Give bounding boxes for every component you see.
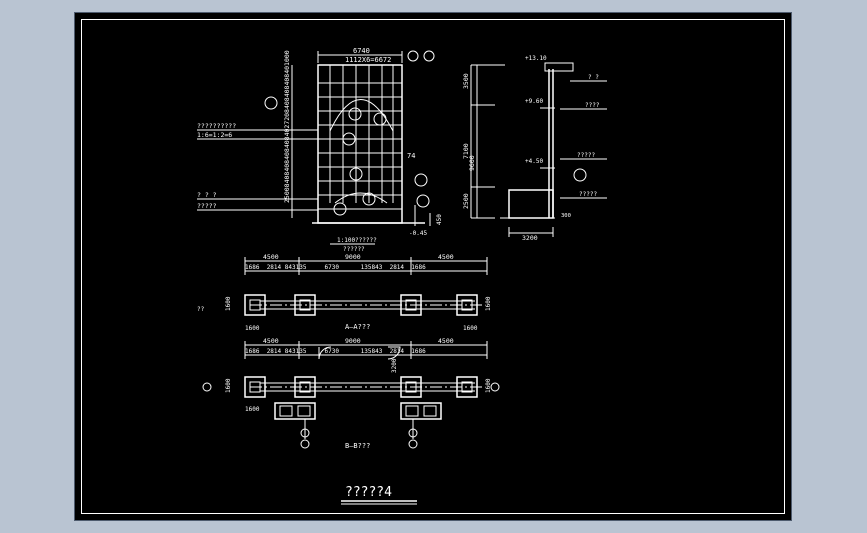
sec-top-level: +13.10 xyxy=(525,55,547,62)
callout-left-3: ? ? ? xyxy=(197,191,217,199)
callout-left-4: ????? xyxy=(197,202,217,210)
drawing-border xyxy=(81,19,785,514)
top-sub-label: 1112X6=6672 xyxy=(345,56,391,64)
detail-bubble xyxy=(414,173,428,187)
plan-b-side-r: 1600 xyxy=(485,378,492,393)
plan-a: 4500 9000 4500 1686 2814 843135 6730 135… xyxy=(197,253,492,332)
side-section: 3500 7100 2500 9600 +13.10 +9.60 +4.50 ?… xyxy=(462,55,607,242)
column-footing xyxy=(294,376,316,398)
left-dim-chain: 250084084084084084027208408408408401000 xyxy=(283,50,291,203)
plan-a-side: 1600 xyxy=(225,296,232,311)
svg-text:74: 74 xyxy=(407,152,415,160)
detail-bubble xyxy=(333,202,347,216)
plan-b-side: 1600 xyxy=(225,378,232,393)
plan-b-mid: 3200 xyxy=(391,358,398,373)
level-mark: -0.45 xyxy=(409,230,427,237)
plan-b: 4500 9000 4500 1686 2814 843135 6730 135… xyxy=(202,337,500,450)
plan-a-side-label: ?? xyxy=(197,306,205,313)
sec-note-2: ???? xyxy=(585,102,600,109)
detail-bubble xyxy=(264,96,278,110)
detail-bubble xyxy=(349,167,363,181)
column-footing xyxy=(456,376,478,398)
axis-bubble xyxy=(407,50,419,62)
plan-a-bottom: 1600 xyxy=(245,325,260,332)
elevation-caption: 1:100?????? xyxy=(337,237,377,244)
sec-note-1: ? ? xyxy=(588,74,599,81)
plan-a-dim-1: 4500 xyxy=(263,253,279,261)
plan-b-dim-3: 4500 xyxy=(438,337,454,345)
axis-bubble xyxy=(423,50,435,62)
sec-dim-1: 3500 xyxy=(462,73,470,89)
sec-level-low: +4.50 xyxy=(525,158,543,165)
elevation-caption-sub: ?????? xyxy=(343,246,365,253)
plan-b-dim-2: 9000 xyxy=(345,337,361,345)
title-text: ?????4 xyxy=(345,485,392,500)
sec-base-width: 3200 xyxy=(522,234,538,242)
column-footing xyxy=(294,294,316,316)
detail-bubble xyxy=(416,194,430,208)
plan-b-caption: B—B??? xyxy=(345,442,370,450)
axis-bubble xyxy=(408,428,418,438)
plan-a-dim-3: 4500 xyxy=(438,253,454,261)
sec-dim-2: 7100 xyxy=(462,143,470,159)
axis-bubble xyxy=(202,382,212,392)
top-width-label: 6740 xyxy=(353,47,370,55)
cad-drawing: 6740 1112X6=6672 xyxy=(197,47,607,505)
plan-a-caption: A—A??? xyxy=(345,323,370,331)
axis-bubble xyxy=(408,439,418,449)
axis-bubble xyxy=(300,428,310,438)
bottom-dim: 450 xyxy=(436,214,443,225)
sec-dim-3: 2500 xyxy=(462,193,470,209)
plan-a-bottom-r: 1600 xyxy=(463,325,478,332)
sec-base-dim: 300 xyxy=(561,213,571,219)
sec-level-mid: +9.60 xyxy=(525,98,543,105)
column-footing xyxy=(456,294,478,316)
sec-note-4: ????? xyxy=(579,191,597,198)
drawing-title: ?????4 xyxy=(341,485,417,505)
column-footing xyxy=(400,376,422,398)
column-footing xyxy=(244,294,266,316)
detail-bubble xyxy=(348,107,362,121)
plan-a-dim-2: 9000 xyxy=(345,253,361,261)
sec-dim-total: 9600 xyxy=(468,155,476,171)
plan-b-bottom: 1600 xyxy=(245,406,260,413)
callout-left-1: ?????????? xyxy=(197,122,236,130)
callout-left-2: 1:6=1:2=6 xyxy=(197,131,232,139)
detail-bubble xyxy=(373,112,387,126)
plan-a-subdims: 1686 2814 843135 6730 135843 2814 1686 xyxy=(245,264,426,271)
axis-bubble xyxy=(490,382,500,392)
plan-b-subdims: 1686 2814 843135 6730 135843 2814 1686 xyxy=(245,348,426,355)
front-elevation: 6740 1112X6=6672 xyxy=(197,47,443,253)
detail-bubble xyxy=(362,192,376,206)
detail-bubble xyxy=(342,132,356,146)
drawing-frame: 6740 1112X6=6672 xyxy=(74,12,792,521)
plan-b-dim-1: 4500 xyxy=(263,337,279,345)
column-footing xyxy=(244,376,266,398)
column-footing xyxy=(400,294,422,316)
plan-a-side-r: 1600 xyxy=(485,296,492,311)
detail-bubble xyxy=(573,168,587,182)
sec-note-3: ????? xyxy=(577,152,595,159)
axis-bubble xyxy=(300,439,310,449)
